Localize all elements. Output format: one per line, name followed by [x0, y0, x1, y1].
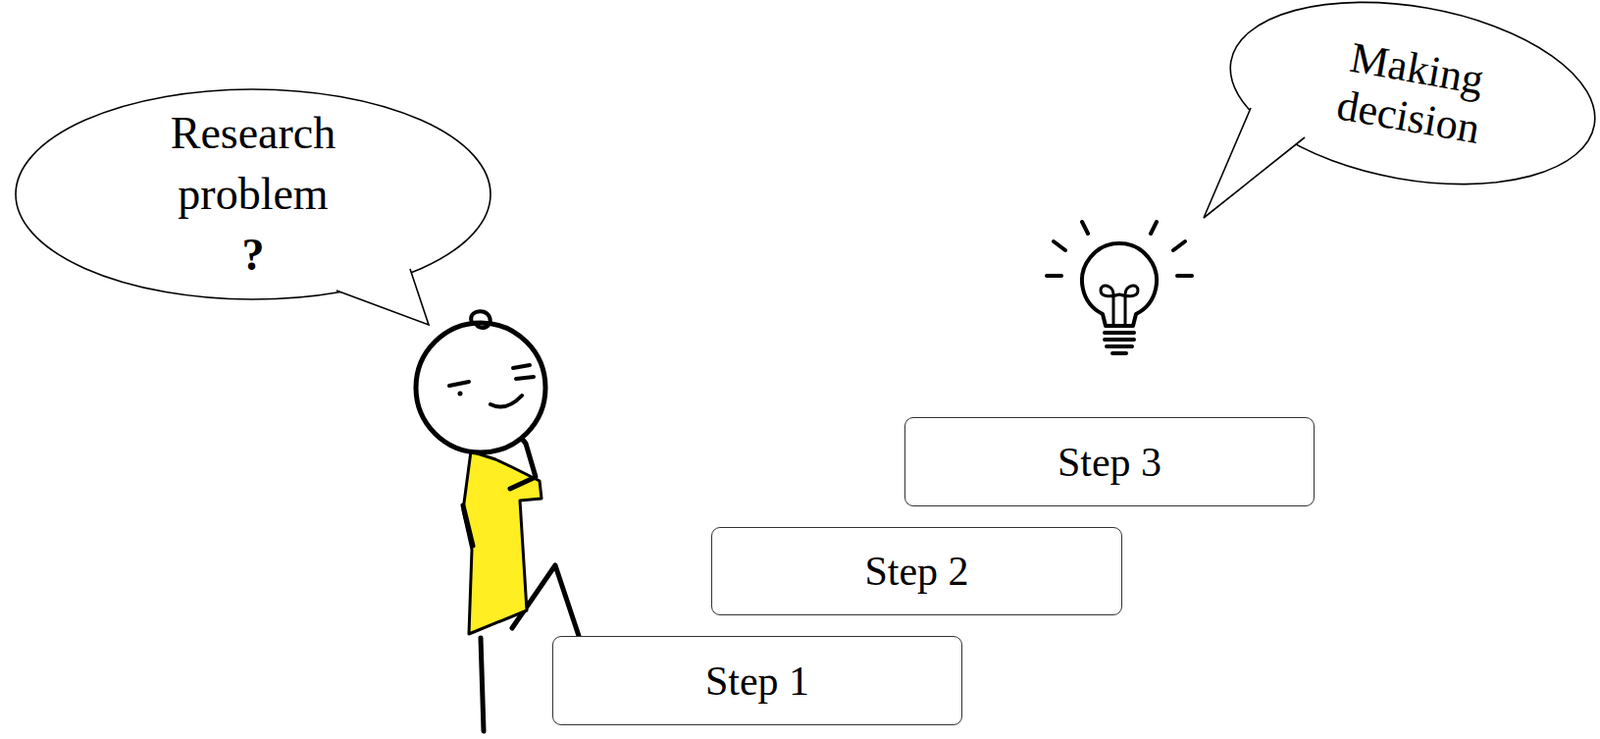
head — [415, 322, 546, 453]
speech-bubble: Research problem? — [13, 87, 493, 302]
eye — [449, 381, 469, 386]
step-label: Step 2 — [730, 546, 1104, 596]
bubble-ellipse — [1216, 0, 1600, 210]
bubble-tail-fill — [336, 268, 429, 325]
hair-curl — [470, 310, 491, 328]
eye — [513, 364, 534, 379]
bubble-text: ? — [223, 224, 283, 286]
step-box: Step 3 — [904, 416, 1315, 507]
bubble-text: Research problem — [135, 103, 371, 225]
leg — [480, 637, 484, 731]
bubble-tail — [1203, 107, 1305, 218]
bubble-tail — [336, 268, 429, 325]
speech-bubble: Making decision — [1226, 4, 1600, 182]
step-box: Step 1 — [552, 635, 963, 725]
lightbulb-icon — [1046, 221, 1192, 354]
bulb-base — [1104, 332, 1135, 354]
light-rays — [1046, 221, 1192, 276]
step-label: Step 3 — [923, 437, 1296, 487]
step-label: Step 1 — [570, 656, 944, 706]
eye-dot — [458, 391, 464, 397]
bulb — [1082, 243, 1157, 326]
arm — [463, 505, 473, 546]
step-box: Step 2 — [711, 526, 1123, 616]
filament — [1100, 285, 1138, 324]
smile — [490, 395, 522, 408]
bubble-tail-fill — [1203, 107, 1305, 218]
bubble-ellipse — [15, 89, 491, 300]
